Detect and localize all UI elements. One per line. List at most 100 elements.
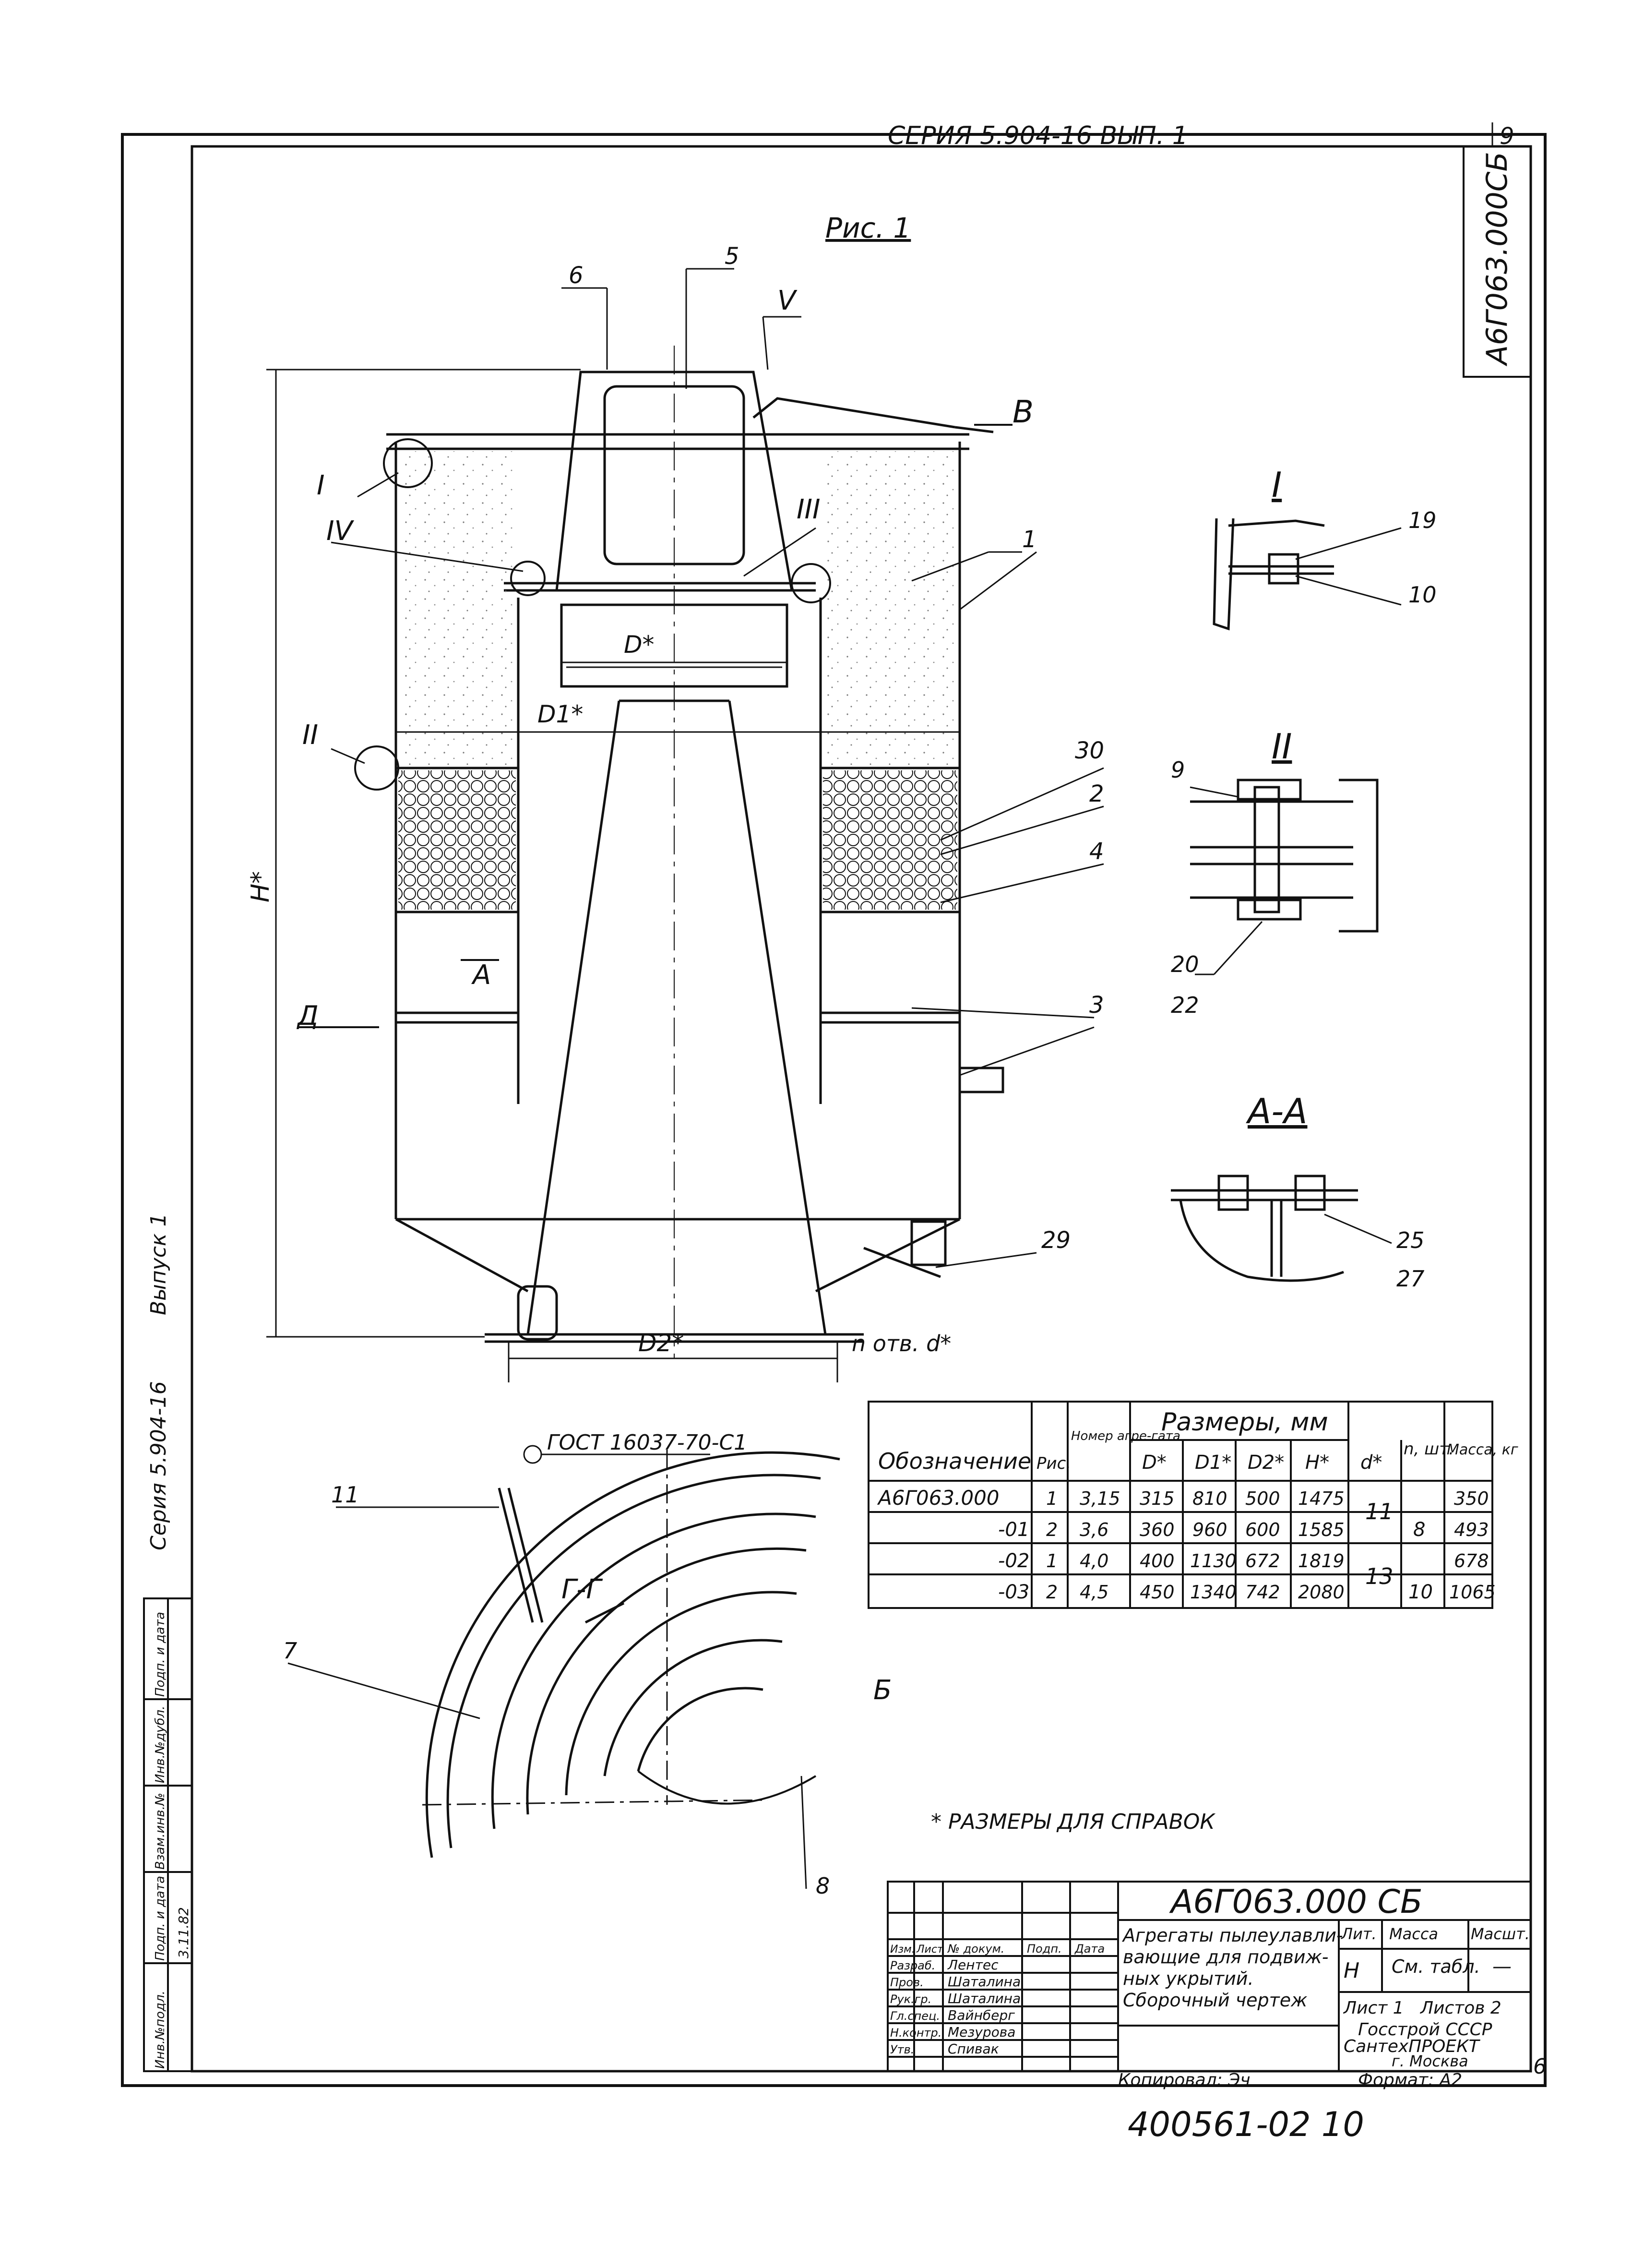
svg-text:Пров.: Пров. bbox=[890, 1976, 924, 1989]
svg-text:600: 600 bbox=[1245, 1519, 1280, 1540]
margin-vyp: Выпуск 1 bbox=[146, 1213, 171, 1315]
svg-text:11: 11 bbox=[1365, 1499, 1394, 1524]
svg-text:1819: 1819 bbox=[1298, 1550, 1345, 1572]
svg-text:742: 742 bbox=[1245, 1582, 1280, 1603]
th-h: H* bbox=[1305, 1452, 1329, 1474]
detail-circle-II bbox=[354, 745, 399, 791]
svg-text:Н.контр.: Н.контр. bbox=[890, 2026, 941, 2040]
list-item: Н.контр. Мезурова bbox=[890, 2024, 1015, 2040]
list-item: Пров. Шаталина bbox=[890, 1974, 1021, 1990]
svg-text:1: 1 bbox=[1046, 1488, 1058, 1509]
tb-col-izm: Изм. bbox=[890, 1944, 915, 1956]
detail-I bbox=[1213, 518, 1402, 631]
callout-2: 2 bbox=[1089, 780, 1104, 807]
tb-name-2: вающие для подвиж- bbox=[1123, 1946, 1329, 1968]
callout-mark-I: I bbox=[317, 470, 325, 501]
callout-1: 1 bbox=[1022, 526, 1037, 553]
callout-25: 22 bbox=[1171, 992, 1199, 1018]
shell-texture-left bbox=[398, 451, 516, 768]
svg-text:-03: -03 bbox=[998, 1581, 1029, 1603]
margin-stamp-grid bbox=[143, 1597, 193, 2072]
svg-text:450: 450 bbox=[1140, 1582, 1175, 1603]
margin-stamp-sign: Подп. и дата bbox=[153, 1876, 167, 1961]
tb-lit-label: Лит. bbox=[1341, 1925, 1377, 1943]
svg-text:493: 493 bbox=[1454, 1519, 1489, 1540]
doc-code-vertical: А6Г063.000СБ bbox=[1480, 152, 1514, 367]
dim-holes: n отв. d* bbox=[852, 1331, 951, 1356]
archive-number: 400561-02 10 bbox=[1128, 2105, 1364, 2144]
th-d2: D2* bbox=[1248, 1452, 1284, 1474]
detail-circle-III bbox=[791, 563, 831, 603]
tb-org-2: СантехПРОЕКТ bbox=[1344, 2037, 1481, 2056]
dim-h: H* bbox=[246, 871, 275, 902]
table-row: -03 2 4,5 450 1340 742 2080 10 1065 bbox=[998, 1581, 1496, 1603]
margin-series: Серия 5.904-16 bbox=[146, 1381, 171, 1550]
th-dd: d* bbox=[1360, 1452, 1382, 1474]
reference-note: * РАЗМЕРЫ ДЛЯ СПРАВОК bbox=[931, 1810, 1215, 1834]
callout-20: 25 bbox=[1396, 1227, 1425, 1253]
svg-text:Утв.: Утв. bbox=[890, 2043, 914, 2056]
callout-27: 27 bbox=[1396, 1266, 1425, 1292]
callout-22: 20 bbox=[1171, 951, 1199, 977]
svg-text:8: 8 bbox=[1413, 1519, 1425, 1541]
callout-mark-III: III bbox=[797, 494, 821, 525]
detail-circle-IV bbox=[510, 561, 546, 596]
table-row: А6Г063.000 1 3,15 315 810 500 1475 11 8 … bbox=[877, 1486, 1489, 1541]
svg-text:315: 315 bbox=[1140, 1488, 1175, 1509]
detail-II-title: II bbox=[1272, 726, 1292, 767]
tb-code: А6Г063.000 СБ bbox=[1169, 1883, 1423, 1921]
tb-col-sign: Подп. bbox=[1027, 1942, 1062, 1956]
table-row: -01 2 3,6 360 960 600 1585 493 bbox=[998, 1519, 1489, 1541]
tb-format: Формат: А2 bbox=[1358, 2070, 1462, 2090]
section-AA bbox=[1171, 1175, 1392, 1282]
margin-stamp-dubl: Инв.№дубл. bbox=[153, 1706, 167, 1783]
margin-stamp-date: 3.11.82 bbox=[176, 1907, 191, 1958]
dim-d: D* bbox=[624, 631, 655, 659]
tb-name-1: Агрегаты пылеулавли- bbox=[1121, 1925, 1343, 1946]
tb-col-list: Лист bbox=[916, 1944, 944, 1956]
gost-balloon bbox=[523, 1445, 542, 1464]
detail-I-title: I bbox=[1272, 465, 1282, 505]
svg-text:500: 500 bbox=[1245, 1488, 1280, 1509]
svg-text:810: 810 bbox=[1192, 1488, 1227, 1509]
svg-text:4,5: 4,5 bbox=[1080, 1582, 1108, 1603]
svg-text:1130: 1130 bbox=[1190, 1550, 1237, 1572]
callout-6: 6 bbox=[569, 262, 584, 289]
margin-stamp-inv: Инв.№подл. bbox=[153, 1991, 167, 2069]
th-mass: Масса, кг bbox=[1447, 1441, 1518, 1458]
svg-text:1340: 1340 bbox=[1190, 1582, 1237, 1603]
svg-text:360: 360 bbox=[1140, 1519, 1175, 1540]
tb-mass: См. табл. bbox=[1392, 1956, 1480, 1977]
tb-col-date: Дата bbox=[1074, 1942, 1105, 1956]
table-row: -02 1 4,0 400 1130 672 1819 13 678 bbox=[998, 1550, 1489, 1589]
svg-text:672: 672 bbox=[1245, 1550, 1280, 1572]
detail-II bbox=[1190, 779, 1379, 975]
tb-org-3: г. Москва bbox=[1392, 2052, 1468, 2070]
svg-text:2: 2 bbox=[1046, 1582, 1058, 1603]
edge-mark: 6 bbox=[1533, 2054, 1547, 2079]
sheet-number: 9 bbox=[1500, 123, 1514, 150]
svg-text:Вайнберг: Вайнберг bbox=[948, 2007, 1015, 2023]
arrow-mark-B: B bbox=[1013, 395, 1034, 430]
dim-d1: D1* bbox=[537, 700, 583, 728]
callout-10: 10 bbox=[1408, 582, 1437, 608]
svg-text:10: 10 bbox=[1408, 1581, 1433, 1603]
th-unit: Номер агре-гата bbox=[1071, 1429, 1180, 1443]
svg-text:Шаталина: Шаталина bbox=[948, 1974, 1021, 1990]
svg-text:400: 400 bbox=[1140, 1550, 1175, 1572]
tb-name-3: ных укрытий. bbox=[1123, 1968, 1254, 1989]
main-elevation bbox=[386, 346, 1004, 1358]
svg-text:-02: -02 bbox=[998, 1550, 1029, 1572]
svg-text:Мезурова: Мезурова bbox=[948, 2024, 1015, 2040]
filter-media-left bbox=[398, 770, 516, 910]
svg-text:Лентес: Лентес bbox=[947, 1957, 999, 1973]
doc-code-box bbox=[1463, 145, 1532, 378]
plan-view bbox=[422, 1450, 840, 1858]
callout-30: 30 bbox=[1075, 737, 1104, 764]
callout-29: 29 bbox=[1041, 1227, 1071, 1254]
outer-frame bbox=[121, 133, 1547, 2087]
callout-8: 8 bbox=[816, 1873, 830, 1899]
tb-sheets: Листов 2 bbox=[1419, 1998, 1501, 2018]
margin-stamp-sign2: Подп. и дата bbox=[153, 1612, 167, 1697]
